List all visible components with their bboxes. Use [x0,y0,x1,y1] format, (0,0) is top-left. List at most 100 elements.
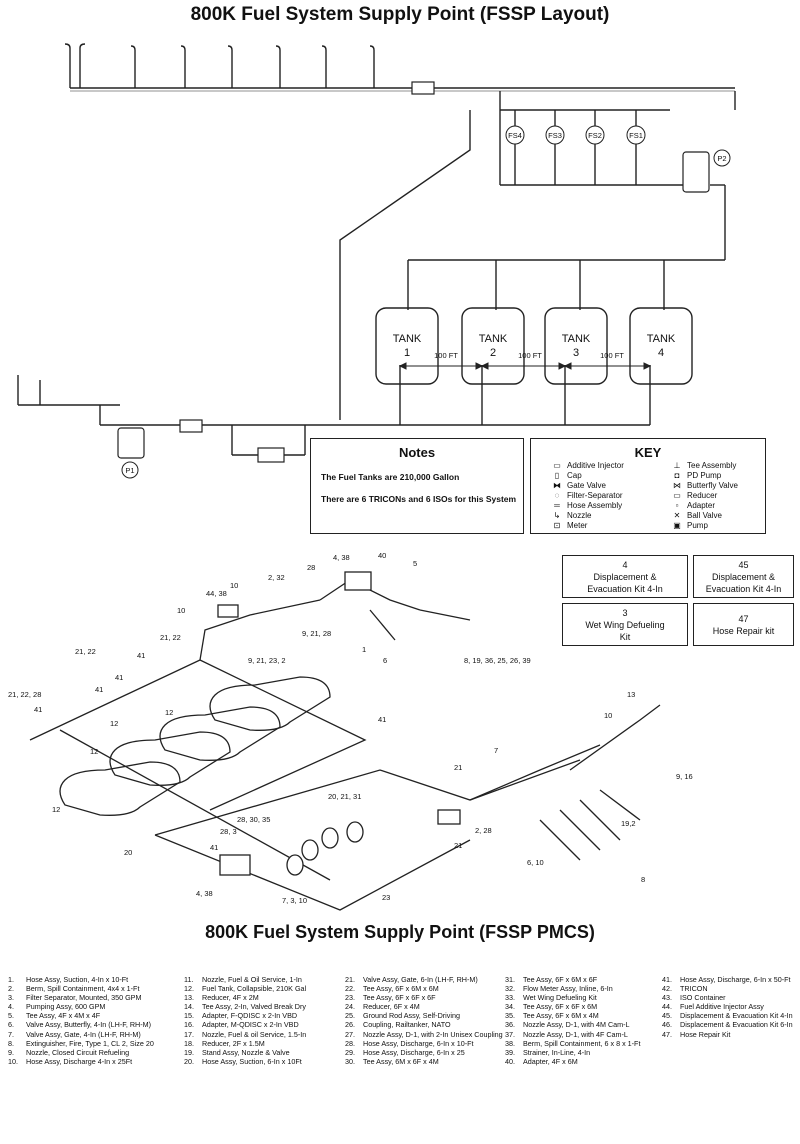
part-number: 11. [184,975,194,984]
tank-name: TANK [562,333,591,345]
part-number: 12. [184,984,194,994]
parts-list-item: 23.Tee Assy, 6F x 6F x 6F [345,993,503,1002]
part-description: Wet Wing Defueling Kit [523,993,597,1003]
tank-name: TANK [479,333,508,345]
part-description: Hose Assy, Discharge, 6-In x 25 [363,1047,465,1057]
callout-label: 5 [413,559,417,568]
part-description: Nozzle, Fuel & Oil Service, 1-In [202,975,302,984]
part-description: Displacement & Evacuation Kit 6-In [680,1020,793,1030]
gate-valve-icon: ⧓ [553,481,561,490]
part-number: 37. [505,1029,515,1039]
callout-label: 21, 22 [75,647,96,656]
butterfly-valve-icon: ⋈ [673,481,681,490]
kit-line: Kit [619,631,631,642]
part-description: Nozzle Assy, D-1, with 4M Cam-L [523,1020,630,1030]
callout-label: 41 [137,651,145,660]
part-number: 24. [345,1002,355,1012]
parts-list-item: 45.Displacement & Evacuation Kit 4-In [662,1011,793,1020]
parts-list-item: 6.Valve Assy, Butterfly, 4-In (LH-F, RH-… [8,1020,154,1029]
part-description: Reducer, 2F x 1.5M [202,1038,265,1048]
layout-title: 800K Fuel System Supply Point (FSSP Layo… [190,4,610,25]
part-number: 41. [662,975,672,984]
key-item: ▭Reducer [671,491,717,500]
parts-list-item: 32.Flow Meter Assy, Inline, 6-In [505,984,640,993]
part-description: Filter Separator, Mounted, 350 GPM [26,993,142,1003]
key-item: ⋈Butterfly Valve [673,481,738,490]
part-number: 1. [8,975,14,984]
callout-label: 9, 21, 23, 2 [248,656,286,665]
key-item: ✕Ball Valve [671,511,722,520]
parts-list-item: 12.Fuel Tank, Collapsible, 210K Gal [184,984,306,993]
tank-number: 3 [573,347,579,359]
part-number: 15. [184,1011,194,1021]
part-number: 33. [505,993,515,1003]
callout-label: 19,2 [621,819,636,828]
parts-list-item: 3. Filter Separator, Mounted, 350 GPM [8,993,154,1002]
part-description: Berm, Spill Containment, 6 x 8 x 1-Ft [523,1038,641,1048]
part-number: 14. [184,1002,194,1012]
part-number: 32. [505,984,515,994]
key-item: ▭Additive Injector [551,461,624,470]
part-number: 30. [345,1056,355,1066]
part-description: Pumping Assy, 600 GPM [26,1002,106,1012]
part-number: 45. [662,1011,672,1021]
part-description: Tee Assy, 6F x 6F x 6F [363,993,436,1003]
callout-label: 10 [177,606,185,615]
part-number: 2. [8,984,14,994]
fssp-layout-schematic: FS4 FS3 FS2 FS1 P2 P1 TANK 1 TANK 2 TANK… [8,43,736,911]
additive-injector-icon: ▭ [553,461,561,470]
callout-label: 7, 3, 10 [282,896,307,905]
part-description: Hose Assy, Suction, 4-In x 10-Ft [26,975,129,984]
pd-pump-icon: ◘ [674,471,680,480]
part-number: 40. [505,1056,515,1066]
part-number: 4. [8,1002,14,1012]
tank-name: TANK [647,333,676,345]
reducer-icon: ▭ [673,491,681,500]
part-description: Tee Assy, 6F x 6F x 6M [523,1002,598,1012]
parts-list-item: 47.Hose Repair Kit [662,1030,793,1039]
kit-line: Hose Repair kit [712,625,775,636]
parts-list-item: 30.Tee Assy, 6M x 6F x 4M [345,1057,503,1066]
distance-label: 100 FT [600,351,624,360]
parts-list-item: 14.Tee Assy, 2-In, Valved Break Dry [184,1002,306,1011]
parts-list-item: 2.Berm, Spill Containment, 4x4 x 1-Ft [8,984,154,993]
part-number: 22. [345,984,355,994]
parts-list-item: 1. Hose Assy, Suction, 4-In x 10-Ft [8,975,154,984]
kit-number: 3 [622,607,628,618]
part-description: Adapter, M-QDISC x 2-In VBD [202,1020,299,1030]
parts-list-item: 28.Hose Assy, Discharge, 6-In x 10-Ft [345,1039,503,1048]
distance-label: 100 FT [434,351,458,360]
kit-line: Displacement & [593,571,657,582]
key-box: KEY ▭Additive Injector ▯Cap ⧓Gate Valve … [530,438,766,534]
part-description: Ground Rod Assy, Self-Driving [363,1011,460,1021]
part-number: 5. [8,1011,14,1021]
callout-label: 8, 19, 36, 25, 26, 39 [464,656,531,665]
notes-line: The Fuel Tanks are 210,000 Gallon [321,472,460,482]
parts-list-item: 8.Extinguisher, Fire, Type 1, CL 2, Size… [8,1039,154,1048]
parts-list-item: 38. Berm, Spill Containment, 6 x 8 x 1-Ft [505,1039,640,1048]
part-number: 27. [345,1029,355,1039]
callout-label: 9, 16 [676,772,693,781]
callout-label: 41 [115,673,123,682]
key-item: ↳Nozzle [551,511,592,520]
parts-list-column: 21.Valve Assy, Gate, 6-In (LH-F, RH-M)22… [345,975,503,1066]
parts-list-item: 19.Stand Assy, Nozzle & Valve [184,1048,306,1057]
callout-label: 6 [383,656,387,665]
part-description: Tee Assy, 6F x 6M x 6M [363,984,439,994]
fs-label: FS2 [588,131,602,140]
part-description: Valve Assy, Gate, 4-In (LH-F, RH-M) [26,1029,141,1039]
part-number: 18. [184,1038,194,1048]
meter-icon: ⊡ [553,521,561,530]
key-item: ◘PD Pump [671,471,722,480]
parts-list-item: 13.Reducer, 4F x 2M [184,993,306,1002]
callout-label: 44, 38 [206,589,227,598]
part-number: 3. [8,993,14,1003]
parts-list-item: 41.Hose Assy, Discharge, 6-In x 50-Ft [662,975,793,984]
callout-label: 28, 3 [220,827,237,836]
part-number: 25. [345,1011,355,1021]
part-number: 38. [505,1038,515,1048]
part-number: 43. [662,993,672,1003]
part-number: 8. [8,1038,14,1048]
key-item: ⧓Gate Valve [553,481,606,490]
